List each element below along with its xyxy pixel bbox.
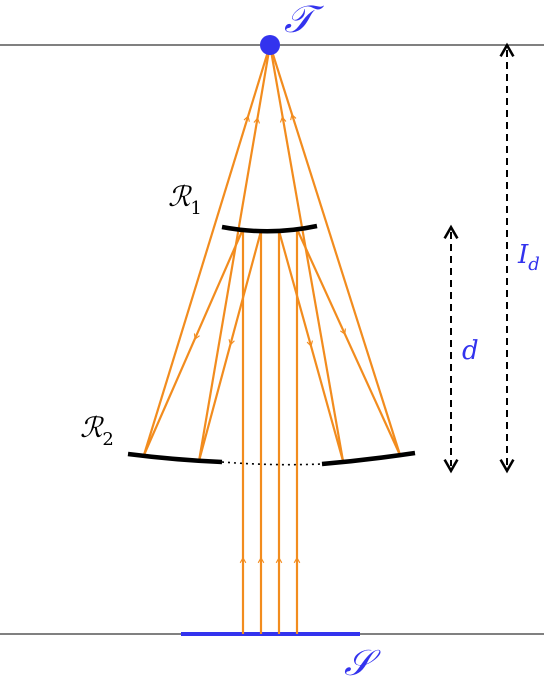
mirror-r1-label: ℛ1 <box>168 180 202 219</box>
reflected-rays-r1-r2 <box>142 228 402 462</box>
distance-id-label-main: I <box>517 240 529 270</box>
mirror-r2-left <box>127 451 223 465</box>
vertical-rays <box>241 229 299 634</box>
vertical-ray-arrows <box>239 556 301 564</box>
target-label: 𝒯 <box>284 0 324 41</box>
mirror-r1-label-main: ℛ <box>168 180 192 213</box>
focused-rays-r2-target <box>142 44 402 462</box>
mirror-r2-label-sub: 2 <box>102 429 113 450</box>
focused-ray <box>268 44 345 462</box>
focused-ray <box>197 44 272 462</box>
mirror-r1 <box>221 223 318 234</box>
reflected-ray <box>197 230 263 462</box>
target-point <box>260 35 280 55</box>
source-label: 𝒮 <box>344 643 381 681</box>
reflected-ray <box>142 228 245 456</box>
reflected-ray <box>295 228 402 456</box>
mirror-r2-dotted-gap <box>221 461 323 466</box>
focused-ray <box>142 44 272 456</box>
mirror-r2-label-main: ℛ <box>80 411 104 444</box>
reflected-ray <box>277 230 345 462</box>
distance-id-label: Id <box>517 240 540 275</box>
mirror-r2-label: ℛ2 <box>80 411 114 450</box>
mirror-r2-right <box>321 450 416 467</box>
distance-id-label-sub: d <box>528 254 540 275</box>
mirror-r1-label-sub: 1 <box>190 198 201 219</box>
distance-d-label: d <box>462 336 479 366</box>
focused-ray-arrows <box>243 113 297 124</box>
focused-ray <box>268 44 402 456</box>
